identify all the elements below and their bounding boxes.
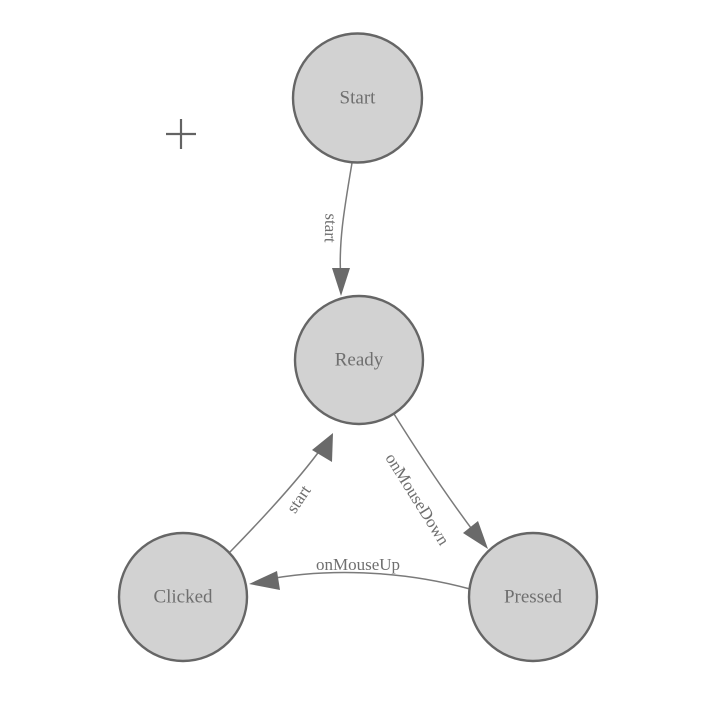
node-pressed-circle xyxy=(467,531,599,663)
edge-clicked-to-ready-arrowhead xyxy=(312,433,333,462)
edge-start-to-ready[interactable] xyxy=(332,162,353,296)
edge-start-to-ready-path xyxy=(339,162,353,283)
edge-label-ready-to-pressed: onMouseDown xyxy=(382,450,454,549)
edge-clicked-to-ready[interactable] xyxy=(229,433,333,553)
edge-label-clicked-to-ready: start xyxy=(283,481,315,516)
edge-pressed-to-clicked[interactable] xyxy=(249,571,471,590)
edge-pressed-to-clicked-arrowhead xyxy=(249,571,280,590)
node-start-circle xyxy=(291,32,424,164)
edge-ready-to-pressed[interactable] xyxy=(393,413,488,549)
node-ready-label: Ready xyxy=(335,349,384,370)
node-clicked-circle xyxy=(117,531,249,663)
node-clicked-label: Clicked xyxy=(153,586,213,607)
node-ready-circle xyxy=(293,294,425,426)
node-clicked[interactable]: Clicked xyxy=(117,531,249,663)
edge-ready-to-pressed-arrowhead xyxy=(463,521,488,549)
node-ready[interactable]: Ready xyxy=(293,294,425,426)
edge-ready-to-pressed-path xyxy=(393,413,478,537)
node-start[interactable]: Start xyxy=(291,32,424,164)
edge-start-to-ready-arrowhead xyxy=(332,268,350,296)
node-start-label: Start xyxy=(340,87,377,108)
node-pressed[interactable]: Pressed xyxy=(467,531,599,663)
edge-label-pressed-to-clicked: onMouseUp xyxy=(316,555,400,574)
edge-clicked-to-ready-path xyxy=(229,445,324,553)
edge-label-start-to-ready: start xyxy=(321,213,341,243)
node-pressed-label: Pressed xyxy=(504,586,563,607)
edge-pressed-to-clicked-path xyxy=(263,571,471,590)
plus-marker-icon[interactable] xyxy=(166,119,196,149)
